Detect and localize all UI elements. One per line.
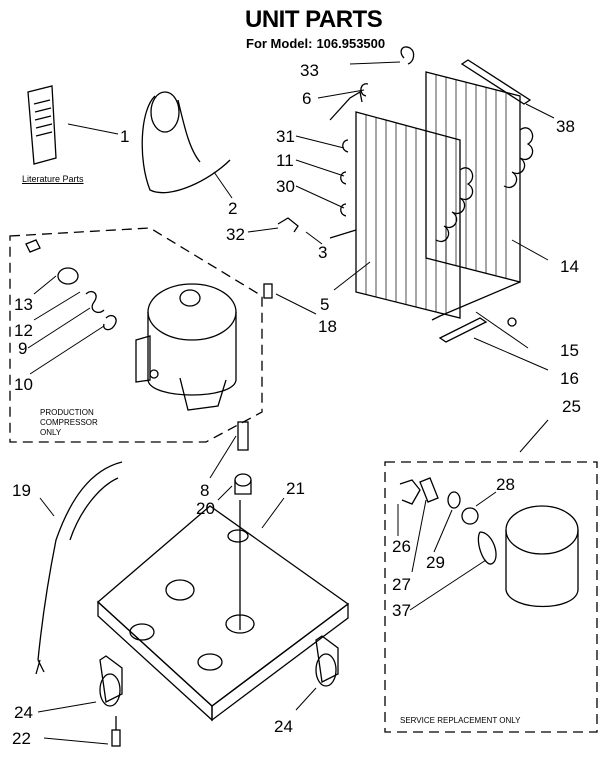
callout-22: 22 xyxy=(12,729,31,748)
callout-24-left: 24 xyxy=(14,703,33,722)
callout-14: 14 xyxy=(560,257,579,276)
callout-6: 6 xyxy=(302,89,312,108)
compressor-mount-drawing xyxy=(234,421,252,495)
callout-33: 33 xyxy=(300,61,319,80)
production-compressor-drawing xyxy=(9,227,273,443)
callout-29: 29 xyxy=(426,553,445,572)
condenser-coil-drawing xyxy=(329,71,534,321)
callout-25: 25 xyxy=(562,397,581,416)
callout-30: 30 xyxy=(276,177,295,196)
production-caption-line2: COMPRESSOR xyxy=(40,418,98,427)
callout-19: 19 xyxy=(12,481,31,500)
model-number: 106.953500 xyxy=(316,36,386,51)
callout-20: 20 xyxy=(196,499,215,518)
leader-lines xyxy=(27,61,555,745)
model-label: For Model: xyxy=(246,36,313,51)
callout-38: 38 xyxy=(556,117,575,136)
callout-10: 10 xyxy=(14,375,33,394)
service-caption: SERVICE REPLACEMENT ONLY xyxy=(400,716,521,725)
callout-16: 16 xyxy=(560,369,579,388)
callout-31: 31 xyxy=(276,127,295,146)
production-caption: PRODUCTION COMPRESSOR ONLY xyxy=(40,408,98,438)
callout-27: 27 xyxy=(392,575,411,594)
literature-caption: Literature Parts xyxy=(22,174,84,184)
callout-1: 1 xyxy=(120,127,130,146)
callout-24-right: 24 xyxy=(274,717,293,736)
callout-15: 15 xyxy=(560,341,579,360)
callout-32: 32 xyxy=(226,225,245,244)
callout-13: 13 xyxy=(14,295,33,314)
callout-37: 37 xyxy=(392,601,411,620)
coil-clips-drawing xyxy=(277,46,415,233)
callout-8: 8 xyxy=(200,481,210,500)
callout-3: 3 xyxy=(318,243,328,262)
callout-2: 2 xyxy=(228,199,238,218)
callout-5: 5 xyxy=(320,295,330,314)
foam-strips-drawing xyxy=(438,59,532,343)
base-pan-drawing xyxy=(97,500,350,722)
callout-26: 26 xyxy=(392,537,411,556)
callout-18: 18 xyxy=(318,317,337,336)
callout-11: 11 xyxy=(276,151,294,170)
production-caption-line3: ONLY xyxy=(40,428,62,437)
service-replacement-drawing xyxy=(384,461,598,733)
callout-12: 12 xyxy=(14,321,33,340)
callout-21: 21 xyxy=(286,479,305,498)
power-cord-drawing xyxy=(35,461,123,675)
production-caption-line1: PRODUCTION xyxy=(40,408,94,417)
callout-28: 28 xyxy=(496,475,515,494)
drain-tube-drawing xyxy=(141,91,231,194)
page-title: UNIT PARTS xyxy=(245,6,383,33)
literature-card-drawing xyxy=(27,85,57,165)
casters-drawing xyxy=(99,635,339,747)
model-line: For Model:106.953500 xyxy=(246,36,389,51)
callout-9: 9 xyxy=(18,339,28,358)
